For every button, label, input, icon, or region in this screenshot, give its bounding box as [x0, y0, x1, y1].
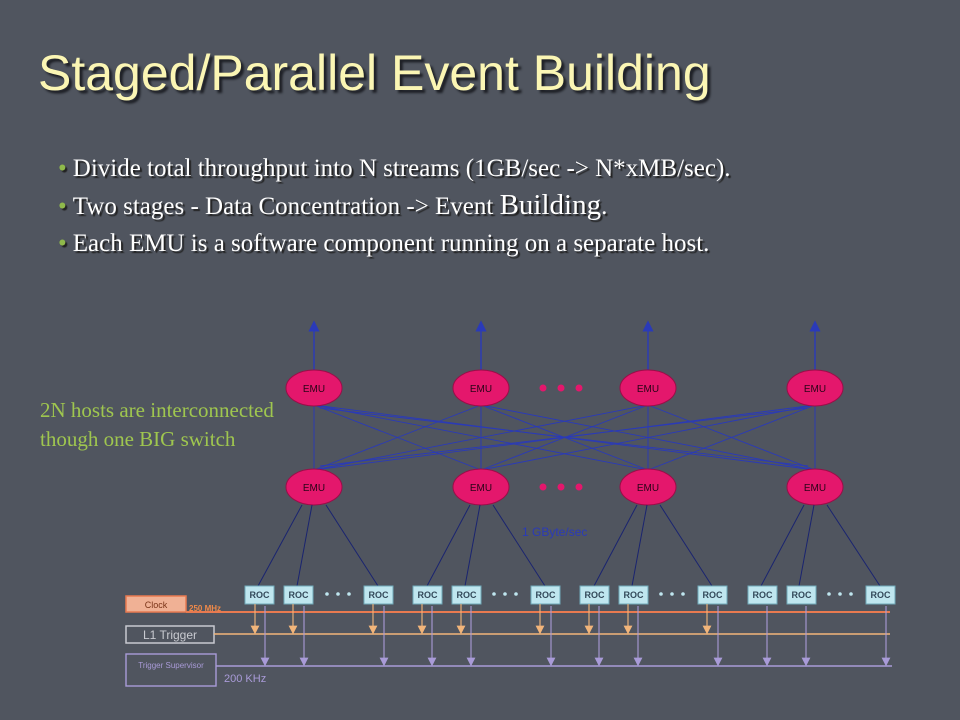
roc-label: ROC	[871, 590, 892, 600]
emu-label: EMU	[637, 483, 659, 494]
emu-node: EMU	[452, 369, 510, 407]
emu-node: EMU	[619, 468, 677, 506]
roc-box: ROC	[244, 585, 275, 605]
roc-emu-links	[257, 504, 881, 587]
roc-box: ROC	[451, 585, 482, 605]
trigger-supervisor-block: Trigger Supervisor 200 KHz	[125, 653, 892, 687]
roc-label: ROC	[250, 590, 271, 600]
bullet-item: •Two stages - Data Concentration -> Even…	[58, 187, 731, 225]
roc-signal-lines	[250, 604, 891, 667]
slide-title: Staged/Parallel Event Building	[38, 45, 711, 101]
roc-box: ROC	[363, 585, 394, 605]
clock-frequency: 250 MHz	[189, 604, 221, 613]
roc-box: ROC	[618, 585, 649, 605]
emu-node: EMU	[285, 369, 343, 407]
l1-trigger-block: L1 Trigger	[125, 625, 890, 644]
bullet-dot-icon: •	[58, 230, 67, 257]
bullet-item: •Divide total throughput into N streams …	[58, 150, 731, 187]
bullet-text: Two stages - Data Concentration -> Event	[72, 193, 500, 220]
roc-label: ROC	[753, 590, 774, 600]
roc-box: ROC	[697, 585, 728, 605]
emu-node: EMU	[786, 468, 844, 506]
bullet-list: •Divide total throughput into N streams …	[58, 150, 731, 262]
roc-box: ROC	[579, 585, 610, 605]
bullet-item: •Each EMU is a software component runnin…	[58, 225, 731, 262]
roc-label: ROC	[624, 590, 645, 600]
roc-box: ROC	[412, 585, 443, 605]
roc-box: ROC	[747, 585, 778, 605]
roc-row: ROC ROC ROC ROC ROC ROC ROC ROC ROC ROC …	[244, 585, 896, 605]
emu-label: EMU	[303, 384, 325, 395]
trigger-rate-label: 200 KHz	[224, 673, 266, 685]
roc-label: ROC	[369, 590, 390, 600]
emu-label: EMU	[470, 384, 492, 395]
roc-box: ROC	[786, 585, 817, 605]
clock-block: Clock 250 MHz	[125, 595, 890, 613]
bullet-text: Each EMU is a software component running…	[72, 230, 710, 257]
roc-ellipsis	[325, 592, 853, 596]
roc-label: ROC	[289, 590, 310, 600]
switch-mesh	[313, 404, 816, 471]
bullet-tail: .	[601, 193, 608, 220]
emu-node: EMU	[285, 468, 343, 506]
output-arrows	[308, 320, 821, 372]
bandwidth-label: 1 GByte/sec	[522, 525, 587, 539]
roc-box: ROC	[865, 585, 896, 605]
bullet-dot-icon: •	[58, 193, 67, 220]
emu-label: EMU	[470, 483, 492, 494]
roc-label: ROC	[585, 590, 606, 600]
bullet-dot-icon: •	[58, 155, 67, 182]
bullet-text: Divide total throughput into N streams (…	[72, 155, 731, 182]
switch-note: 2N hosts are interconnected though one B…	[40, 398, 274, 451]
ellipsis-dots	[539, 483, 583, 491]
clock-label: Clock	[145, 600, 168, 610]
emu-label: EMU	[804, 483, 826, 494]
emu-node: EMU	[786, 369, 844, 407]
top-emu-row: EMU EMU EMU EMU	[285, 369, 844, 407]
bullet-emphasis: Building	[499, 189, 602, 221]
roc-label: ROC	[457, 590, 478, 600]
bottom-emu-row: EMU EMU EMU EMU	[285, 468, 844, 506]
emu-label: EMU	[303, 483, 325, 494]
roc-label: ROC	[792, 590, 813, 600]
roc-box: ROC	[283, 585, 314, 605]
roc-label: ROC	[703, 590, 724, 600]
roc-label: ROC	[418, 590, 439, 600]
emu-node: EMU	[619, 369, 677, 407]
ellipsis-dots	[539, 384, 583, 392]
emu-label: EMU	[637, 384, 659, 395]
l1-trigger-label: L1 Trigger	[143, 628, 197, 642]
roc-box: ROC	[530, 585, 561, 605]
trigger-supervisor-label: Trigger Supervisor	[138, 661, 204, 670]
emu-node: EMU	[452, 468, 510, 506]
roc-label: ROC	[536, 590, 557, 600]
emu-label: EMU	[804, 384, 826, 395]
